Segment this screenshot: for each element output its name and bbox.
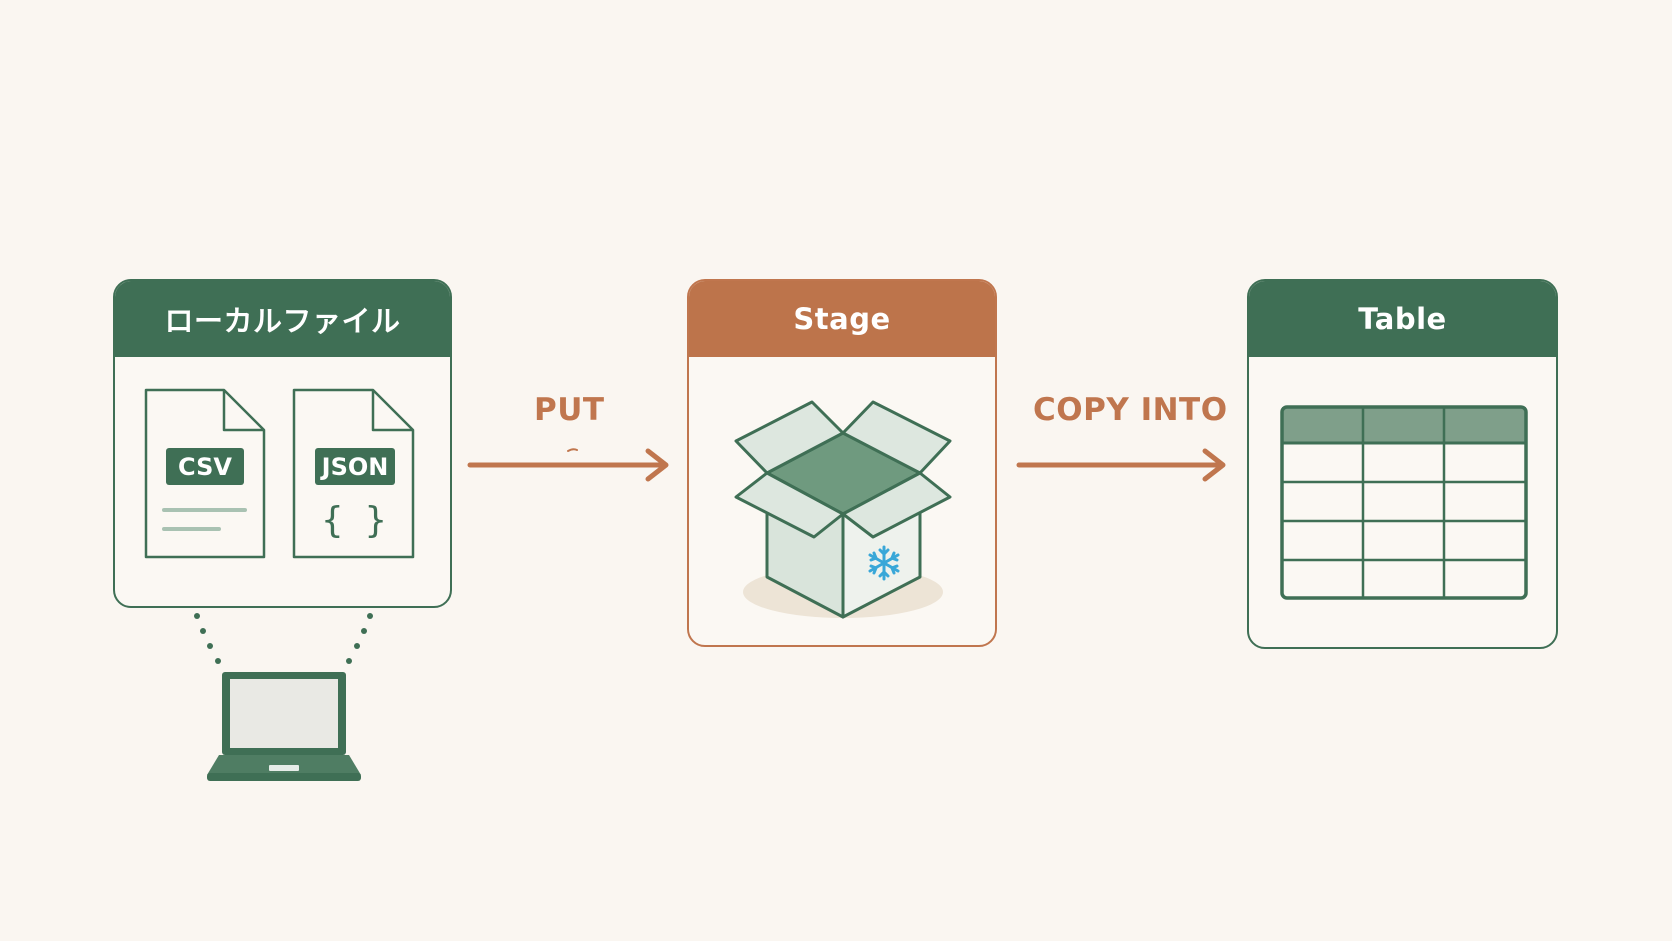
csv-tag: CSV [178, 453, 232, 481]
stage-title: Stage [689, 281, 995, 357]
json-tag: JSON [320, 453, 389, 481]
open-box-icon [734, 400, 952, 619]
snowflake-icon [868, 545, 900, 581]
local-files-title: ローカルファイル [115, 281, 450, 357]
put-label: PUT [534, 392, 605, 428]
table-title: Table [1249, 281, 1556, 357]
csv-file-icon: CSV [144, 388, 266, 559]
table-panel: Table [1247, 279, 1558, 649]
copy-into-arrow [1016, 448, 1226, 482]
copy-into-label: COPY INTO [1033, 392, 1228, 428]
laptop-connector-dots [194, 613, 373, 664]
table-grid-icon [1280, 405, 1528, 600]
json-file-icon: JSON { } [292, 388, 415, 559]
laptop-icon [207, 672, 361, 781]
put-arrow [467, 448, 669, 482]
json-braces: { } [321, 500, 386, 541]
